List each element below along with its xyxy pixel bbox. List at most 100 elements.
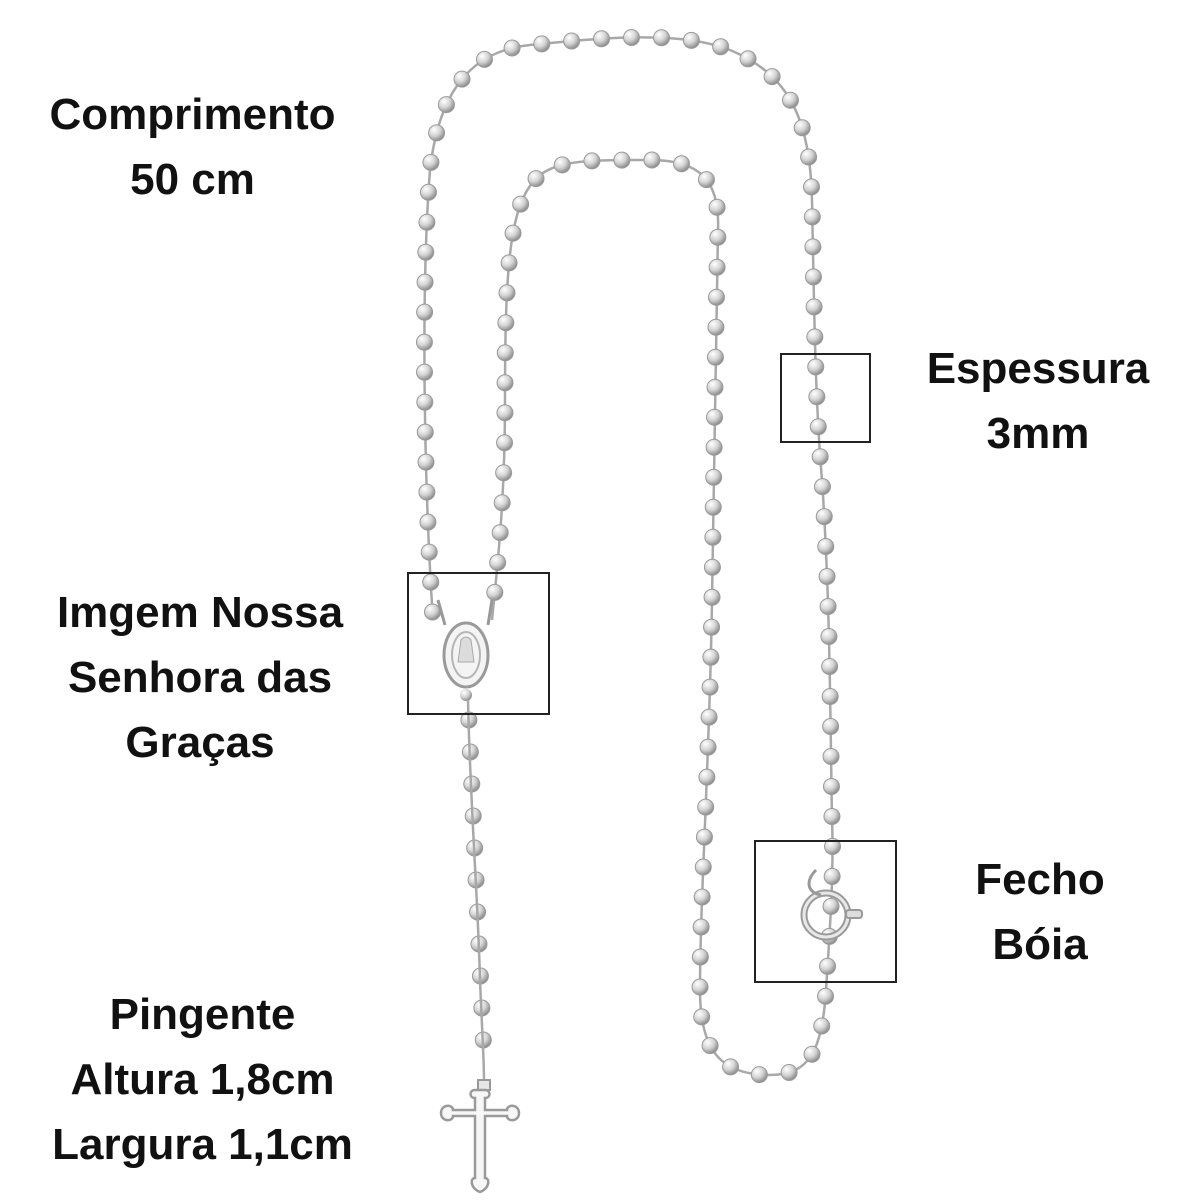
chain-bead: [722, 1058, 740, 1076]
chain-bead: [697, 798, 715, 816]
chain-bead: [802, 178, 820, 196]
chain-bead: [819, 597, 837, 615]
chain-bead: [822, 717, 840, 735]
medal-highlight-box: [407, 572, 550, 715]
chain-bead: [824, 837, 842, 855]
chain-bead: [496, 374, 514, 392]
chain-bead: [623, 28, 641, 46]
chain-bead: [428, 124, 446, 142]
chain-bead: [809, 418, 827, 436]
chain-bead: [806, 328, 824, 346]
chain-bead: [593, 30, 611, 48]
chain-bead: [811, 448, 829, 466]
chain-bead: [700, 708, 718, 726]
chain-bead: [417, 453, 435, 471]
chain-bead: [553, 156, 571, 174]
chain-bead: [500, 254, 518, 272]
chain-bead: [803, 208, 821, 226]
chain-bead: [750, 1066, 768, 1084]
chain-bead: [691, 948, 709, 966]
thickness-label-value: 3mm: [986, 409, 1090, 459]
pendant-label: Pingente Altura 1,8cm Largura 1,1cm: [30, 982, 375, 1177]
chain-bead: [416, 393, 434, 411]
chain-bead: [805, 298, 823, 316]
chain-bead: [704, 528, 722, 546]
clasp-label-value: Bóia: [992, 920, 1088, 970]
chain-bead: [815, 508, 833, 526]
chain-bead: [817, 538, 835, 556]
pendant-label-height: Altura 1,8cm: [70, 1055, 335, 1105]
chain-bead: [418, 483, 436, 501]
chain-bead: [693, 1008, 711, 1026]
chain-bead: [498, 284, 516, 302]
chain-bead: [808, 388, 826, 406]
chain-bead: [813, 478, 831, 496]
thickness-label: Espessura 3mm: [918, 336, 1158, 466]
chain-bead: [701, 1037, 719, 1055]
chain-bead: [491, 524, 509, 542]
thickness-label-title: Espessura: [926, 344, 1150, 393]
medal-nossa-senhora: [436, 599, 494, 701]
chain-bead: [822, 897, 840, 915]
chain-bead: [780, 1063, 798, 1081]
chain-bead: [416, 303, 434, 321]
clasp-label: Fecho Bóia: [955, 847, 1125, 977]
chain-bead: [496, 344, 514, 362]
chain-links: [423, 36, 834, 1077]
chain-bead: [821, 657, 839, 675]
chain-bead: [821, 687, 839, 705]
chain-bead: [416, 423, 434, 441]
chain-bead: [820, 627, 838, 645]
chain-bead: [416, 273, 434, 291]
chain-bead: [702, 648, 720, 666]
chain-bead: [739, 50, 757, 68]
chain-bead: [823, 867, 841, 885]
chain-bead: [706, 378, 724, 396]
chain-bead: [418, 213, 436, 231]
thickness-highlight-box: [780, 353, 871, 443]
chain-bead: [437, 96, 455, 114]
chain-bead: [495, 464, 513, 482]
chain-bead: [703, 588, 721, 606]
chain-bead: [706, 408, 724, 426]
chain-bead: [697, 171, 715, 189]
chain-bead: [804, 268, 822, 286]
chain-bead: [673, 155, 691, 173]
chain-bead: [698, 768, 716, 786]
medal-label-line1: Imgem Nossa: [56, 588, 344, 637]
chain-bead: [699, 738, 717, 756]
chain-bead: [694, 858, 712, 876]
chain-bead: [563, 32, 581, 50]
medal-label-line2: Senhora das: [67, 653, 333, 703]
chain-bead: [692, 918, 710, 936]
chain-bead: [693, 888, 711, 906]
medal-label-line3: Graças: [125, 718, 275, 768]
chain-bead: [705, 438, 723, 456]
chain-bead: [533, 35, 551, 53]
chain-bead: [496, 434, 514, 452]
spring-ring-clasp: [800, 868, 863, 941]
chain-bead: [763, 68, 781, 86]
chain-bead: [823, 807, 841, 825]
chain-bead: [817, 987, 835, 1005]
medal-label: Imgem Nossa Senhora das Graças: [40, 580, 360, 775]
chain-bead: [420, 543, 438, 561]
chain-bead: [703, 618, 721, 636]
chain-beads: [415, 28, 842, 1084]
chain-bead: [781, 91, 799, 109]
chain-bead: [793, 119, 811, 137]
chain-bead: [643, 151, 661, 169]
chain-bead: [475, 50, 493, 68]
chain-bead: [695, 828, 713, 846]
chain-bead: [709, 228, 727, 246]
chain-bead: [486, 583, 504, 601]
chain-bead: [822, 777, 840, 795]
chain-bead: [705, 468, 723, 486]
chain-bead: [818, 567, 836, 585]
chain-bead: [422, 573, 440, 591]
chain-bead: [708, 258, 726, 276]
pendant-drop-chain: [466, 699, 486, 1081]
chain-bead: [583, 152, 601, 170]
chain-bead: [807, 358, 825, 376]
